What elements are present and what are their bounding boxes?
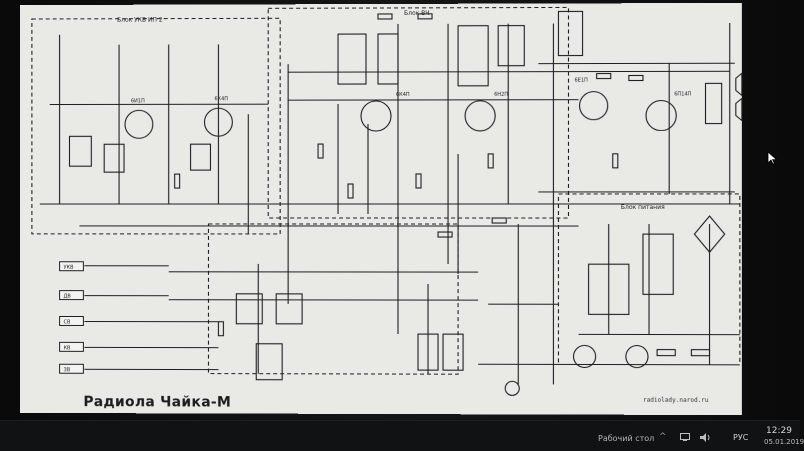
schematic-image: УКВ ДВ СВ КВ ЗВ 6И1П 6К4П 6К4П 6Н2П 6П14… xyxy=(20,3,742,415)
network-icon[interactable] xyxy=(680,433,690,441)
clock-date[interactable]: 05.01.2019 xyxy=(764,438,804,446)
block-label-rf: Блок ВЧ xyxy=(404,10,429,17)
tab-label-5: ЗВ xyxy=(64,367,71,373)
tube-label-3: 6К4П xyxy=(396,92,410,98)
clock-time[interactable]: 12:29 xyxy=(766,426,792,436)
tab-label-1: УКВ xyxy=(64,265,75,271)
block-label-power: Блок питания xyxy=(621,204,665,211)
block-label-vhf: Блок УКВ ИП 2 xyxy=(117,17,162,24)
tab-label-2: ДВ xyxy=(64,294,72,300)
tube-label-6: 6Е1П xyxy=(575,78,589,84)
language-indicator[interactable]: РУС xyxy=(733,433,748,442)
tray-overflow-chevron-icon[interactable]: ^ xyxy=(659,432,667,442)
tube-label-1: 6И1П xyxy=(131,98,145,104)
volume-icon[interactable] xyxy=(700,433,712,442)
tab-label-3: СВ xyxy=(64,319,71,325)
tube-label-5: 6П14П xyxy=(674,91,691,97)
watermark-text: radiolady.narod.ru xyxy=(643,397,709,404)
tab-label-4: КВ xyxy=(64,345,71,351)
tube-label-2: 6К4П xyxy=(214,96,228,102)
mouse-cursor-icon xyxy=(768,152,777,165)
desktop-toolbar-label[interactable]: Рабочий стол xyxy=(598,434,654,443)
tube-label-4: 6Н2П xyxy=(494,92,508,98)
schematic-caption: Радиола Чайка-М xyxy=(83,394,231,410)
taskbar: Рабочий стол ^ РУС 12:29 05.01.2019 xyxy=(0,420,800,451)
